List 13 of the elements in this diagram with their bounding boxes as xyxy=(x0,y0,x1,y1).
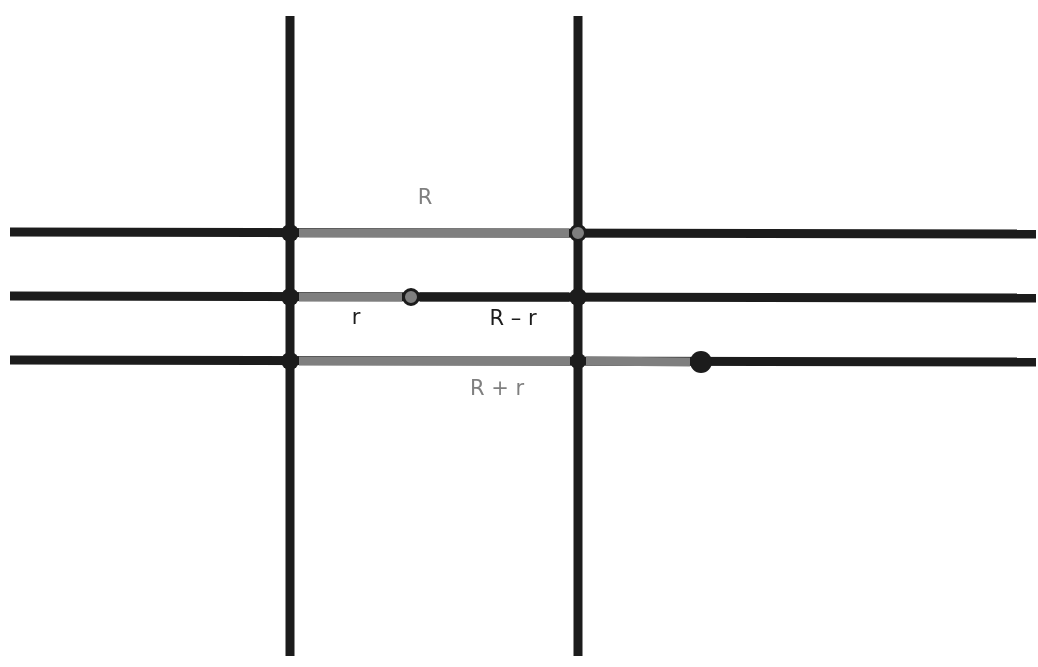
segment-label: R – r xyxy=(488,306,538,330)
line-segment xyxy=(299,356,570,366)
point xyxy=(402,288,420,306)
line-segment xyxy=(299,292,402,302)
line-segment xyxy=(420,292,569,302)
line-segment xyxy=(585,356,691,367)
point xyxy=(570,353,586,369)
line-segment xyxy=(299,228,569,238)
segment-label: r xyxy=(350,305,362,329)
point xyxy=(569,224,587,242)
point xyxy=(690,351,712,373)
segment-label: R xyxy=(416,185,434,209)
segment-label: R + r xyxy=(468,376,526,400)
